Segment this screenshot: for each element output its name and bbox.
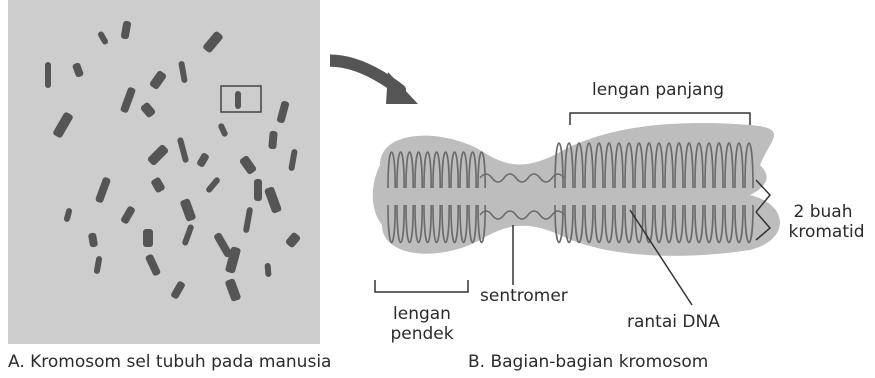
long-arm-bracket — [570, 113, 750, 125]
chromosome-shape — [254, 179, 262, 201]
chromosome-shape — [45, 62, 51, 88]
chromosome-parts-svg — [330, 0, 875, 344]
two-chromatids-label-1: 2 buah — [778, 202, 868, 222]
dna-strand-label: rantai DNA — [627, 312, 720, 332]
centromere-label: sentromer — [480, 286, 568, 306]
caption-b: B. Bagian-bagian kromosom — [468, 352, 708, 372]
chromosome-shape — [268, 131, 278, 150]
chromosome-diagram — [330, 0, 875, 344]
chromosome-spread — [8, 0, 320, 344]
short-arm-label-1: lengan — [372, 304, 472, 324]
two-chromatids-label-2: kromatid — [778, 222, 875, 242]
caption-a: A. Kromosom sel tubuh pada manusia — [8, 352, 331, 372]
long-arm-label: lengan panjang — [592, 80, 724, 100]
short-arm-bracket — [375, 280, 468, 292]
short-arm-label-2: pendek — [372, 324, 472, 344]
arrow-head — [386, 72, 418, 104]
chromosome-micrograph — [8, 0, 320, 344]
chromosome-shape — [143, 229, 153, 247]
chromosome-shape — [235, 91, 241, 109]
